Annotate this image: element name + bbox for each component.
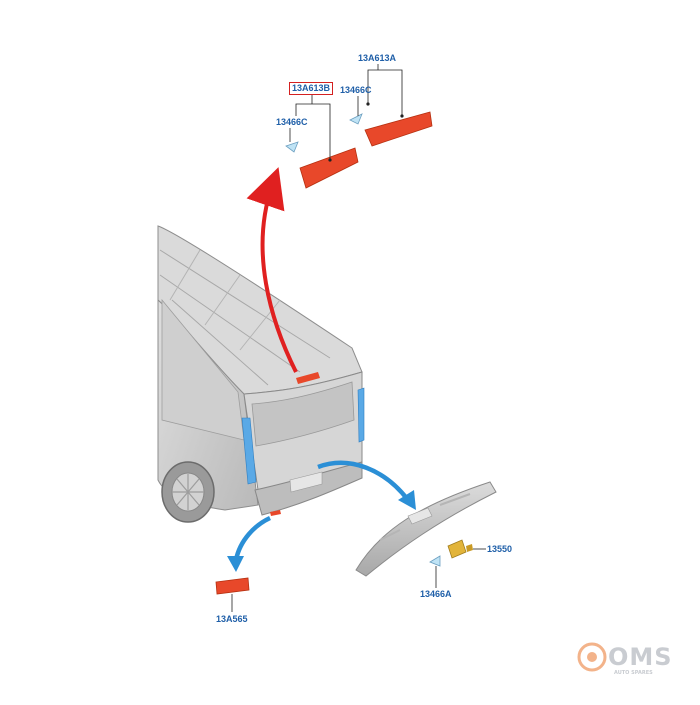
lamp-left-part <box>299 147 359 189</box>
watermark-logo-icon <box>577 642 607 672</box>
callout-13a613b: 13A613B <box>289 82 334 95</box>
red-arrow <box>246 167 298 373</box>
bulb-lower-icon <box>429 555 441 567</box>
callout-13a613a: 13A613A <box>358 53 397 63</box>
bar-lamp <box>355 481 497 577</box>
van-illustration <box>157 225 365 523</box>
callout-13466c-left: 13466C <box>276 117 308 127</box>
van-high-stop-lamp <box>296 372 320 384</box>
callout-13a565: 13A565 <box>216 614 248 624</box>
blue-arrow-right <box>317 460 416 510</box>
watermark-logo-text: OMS <box>608 643 673 671</box>
callout-13466c-right: 13466C <box>340 85 372 95</box>
bulb-upper-left-icon <box>285 141 299 153</box>
van-tail-lamp-left <box>241 417 257 485</box>
leader-lines-upper <box>289 64 404 162</box>
leader-lines-lower <box>435 548 486 588</box>
lamp-right-part <box>364 111 433 147</box>
blue-arrow-left <box>227 515 272 572</box>
bumper-reflector-part <box>215 577 250 595</box>
callout-13466a: 13466A <box>420 589 452 599</box>
socket-part <box>447 539 473 559</box>
callout-13550: 13550 <box>487 544 513 554</box>
van-tail-lamp-right <box>357 387 365 443</box>
bulb-upper-right-icon <box>349 113 363 125</box>
watermark-tagline: AUTO SPARES <box>614 670 653 676</box>
